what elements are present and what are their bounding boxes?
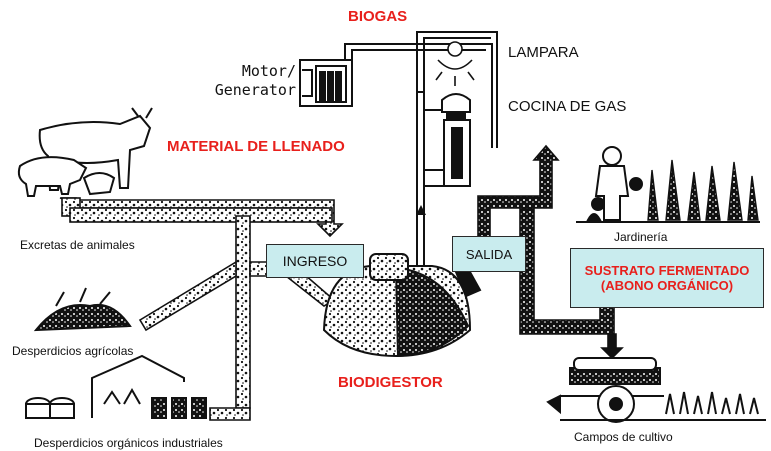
- sustrato-box: SUSTRATO FERMENTADO (ABONO ORGÁNICO): [570, 248, 764, 308]
- lamp-icon: [435, 41, 475, 86]
- motor-label: Motor/: [241, 62, 296, 80]
- excretas-label: Excretas de animales: [20, 238, 135, 252]
- gardener-icon: [586, 146, 643, 221]
- ingreso-box: INGRESO: [266, 244, 364, 278]
- pig-icon: [17, 156, 116, 197]
- garden-plants: [576, 159, 760, 223]
- motor-generator-icon: [299, 59, 353, 107]
- salida-box: SALIDA: [452, 236, 526, 272]
- cow-icon: [38, 107, 153, 191]
- sustrato-line-2: (ABONO ORGÁNICO): [600, 278, 734, 293]
- gas-stove-icon: [441, 93, 471, 187]
- motor-generator-label: Motor/ Generator: [198, 62, 296, 100]
- digester-dome-icon: [322, 253, 482, 358]
- crop-pile-icon: [33, 287, 132, 332]
- biodigestor-label: BIODIGESTOR: [338, 374, 443, 391]
- generator-label: Generator: [214, 81, 296, 99]
- desperdicios-industriales-label: Desperdicios orgánicos industriales: [34, 436, 223, 450]
- factory-shed-icon: [25, 354, 207, 419]
- desperdicios-agricolas-label: Desperdicios agrícolas: [12, 344, 134, 358]
- sustrato-line-1: SUSTRATO FERMENTADO: [584, 263, 750, 278]
- biogas-title: BIOGAS: [348, 8, 408, 25]
- cocina-gas-label: COCINA DE GAS: [508, 98, 627, 115]
- tractor-icon: [546, 357, 766, 423]
- lampara-label: LAMPARA: [508, 44, 579, 61]
- jardineria-label: Jardinería: [614, 230, 668, 244]
- material-llenado-label: MATERIAL DE LLENADO: [167, 138, 345, 155]
- campos-label: Campos de cultivo: [574, 430, 673, 444]
